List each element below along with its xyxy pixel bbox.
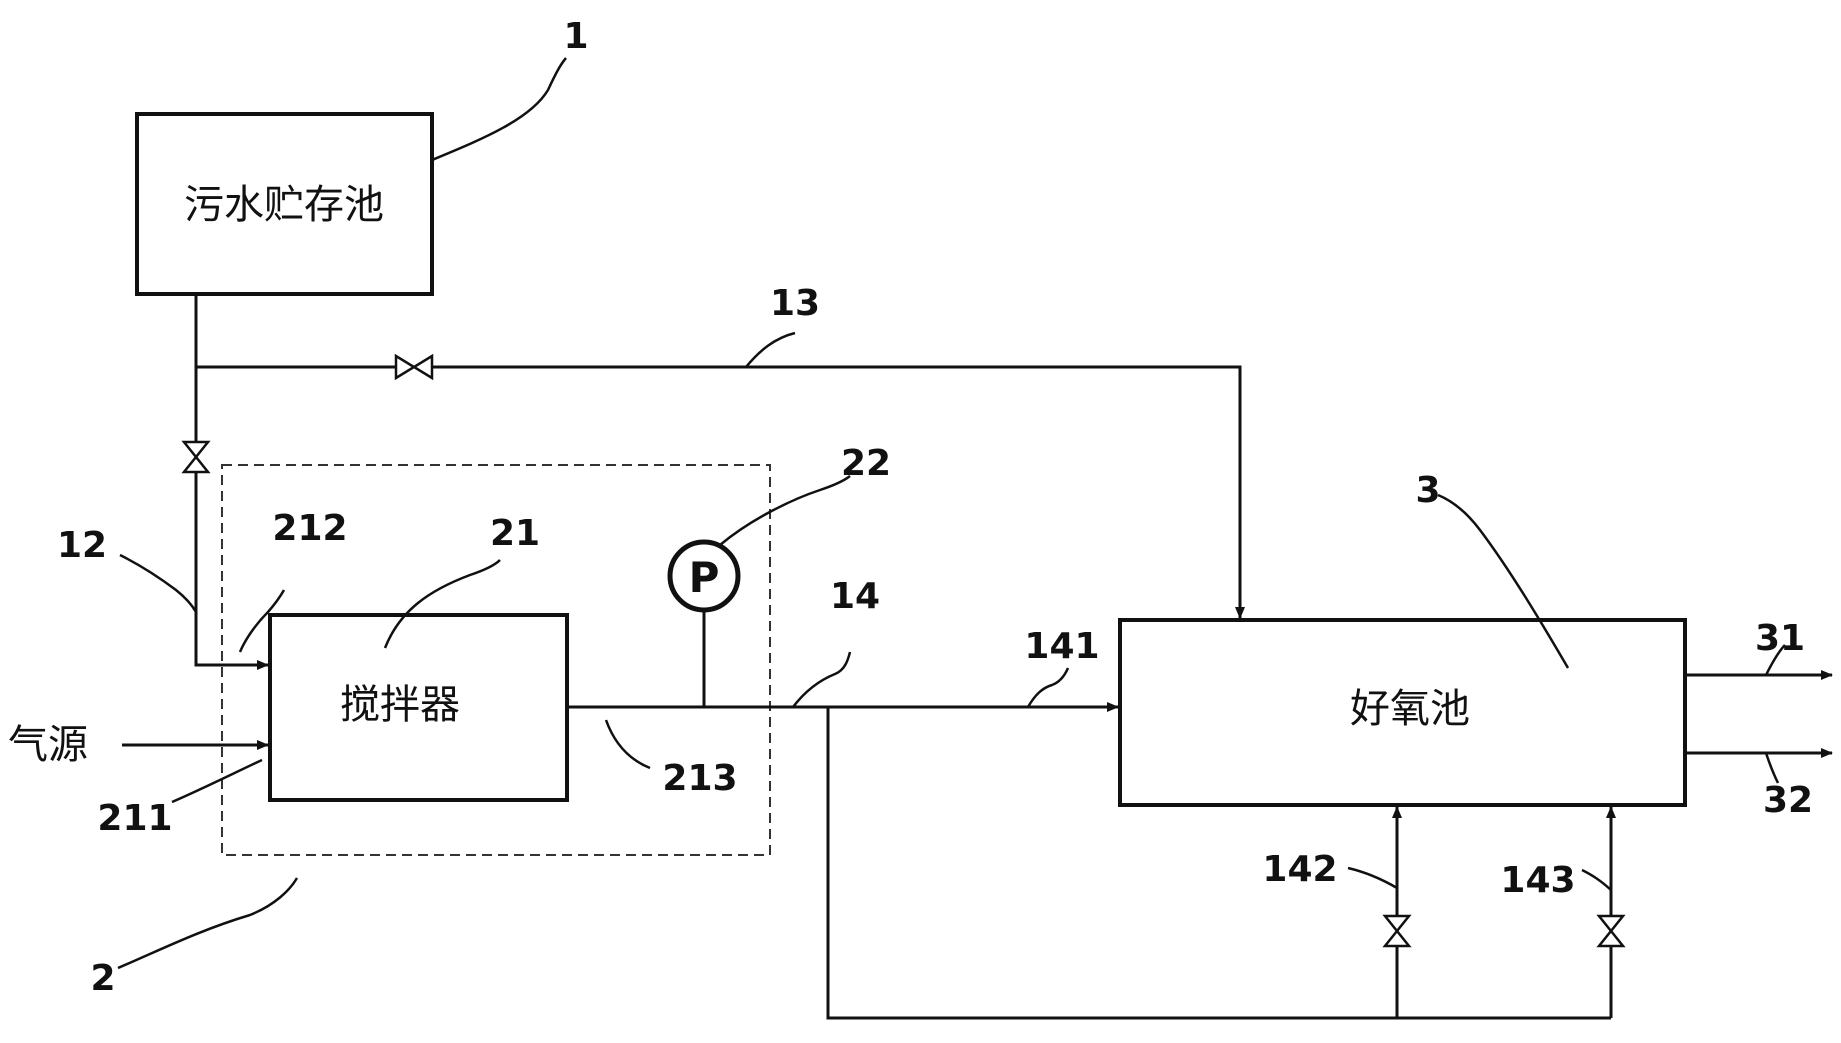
label-12: 12 <box>57 525 107 566</box>
leader-21 <box>383 559 501 649</box>
leader-211 <box>171 758 263 804</box>
leader-22 <box>719 475 851 546</box>
sewage-storage-tank-label: 污水贮存池 <box>184 182 384 228</box>
label-141: 141 <box>1024 626 1099 667</box>
label-14: 14 <box>830 576 880 617</box>
bottom-loop-pipe <box>826 707 1611 1020</box>
leader-32 <box>1764 752 1780 784</box>
label-213: 213 <box>662 758 737 799</box>
pressure-gauge-symbol: P <box>689 553 720 602</box>
sewage-storage-tank: 污水贮存池 <box>135 112 434 296</box>
label-32: 32 <box>1763 780 1813 821</box>
leader-31 <box>1764 644 1786 676</box>
feed-pipe-12 <box>194 367 269 670</box>
bypass-pipe-13 <box>196 365 1245 619</box>
label-13: 13 <box>770 283 820 324</box>
valve-12-icon[interactable] <box>181 440 211 474</box>
leader-13 <box>745 331 796 368</box>
mixer: 搅拌器 <box>268 613 569 802</box>
label-212: 212 <box>272 508 347 549</box>
label-31: 31 <box>1755 618 1805 659</box>
leader-142 <box>1347 866 1398 890</box>
label-1: 1 <box>563 16 588 57</box>
label-142: 142 <box>1262 849 1337 890</box>
leader-212 <box>238 589 286 653</box>
leader-3 <box>1437 493 1570 669</box>
leader-12 <box>119 553 198 613</box>
valve-143-icon[interactable] <box>1596 914 1626 948</box>
pressure-gauge: P <box>667 539 741 613</box>
aerobic-tank-label: 好氧池 <box>1350 686 1470 732</box>
label-22: 22 <box>841 443 891 484</box>
gas-source-label: 气源 <box>8 722 88 768</box>
pressure-gauge-icon <box>667 539 741 613</box>
leader-2 <box>117 877 299 970</box>
leader-143 <box>1581 868 1612 891</box>
label-211: 211 <box>97 798 172 839</box>
label-2: 2 <box>90 958 115 999</box>
unit-2-boundary <box>221 464 771 856</box>
leader-141 <box>1026 667 1070 708</box>
leader-1 <box>431 57 567 162</box>
aerobic-tank: 好氧池 <box>1118 618 1687 807</box>
valve-142-icon[interactable] <box>1382 914 1412 948</box>
leader-213 <box>604 719 651 770</box>
valve-13-icon[interactable] <box>394 353 434 381</box>
mixer-label: 搅拌器 <box>340 682 460 728</box>
label-3: 3 <box>1415 470 1440 511</box>
label-143: 143 <box>1500 860 1575 901</box>
leader-14 <box>792 651 852 708</box>
label-21: 21 <box>490 513 540 554</box>
